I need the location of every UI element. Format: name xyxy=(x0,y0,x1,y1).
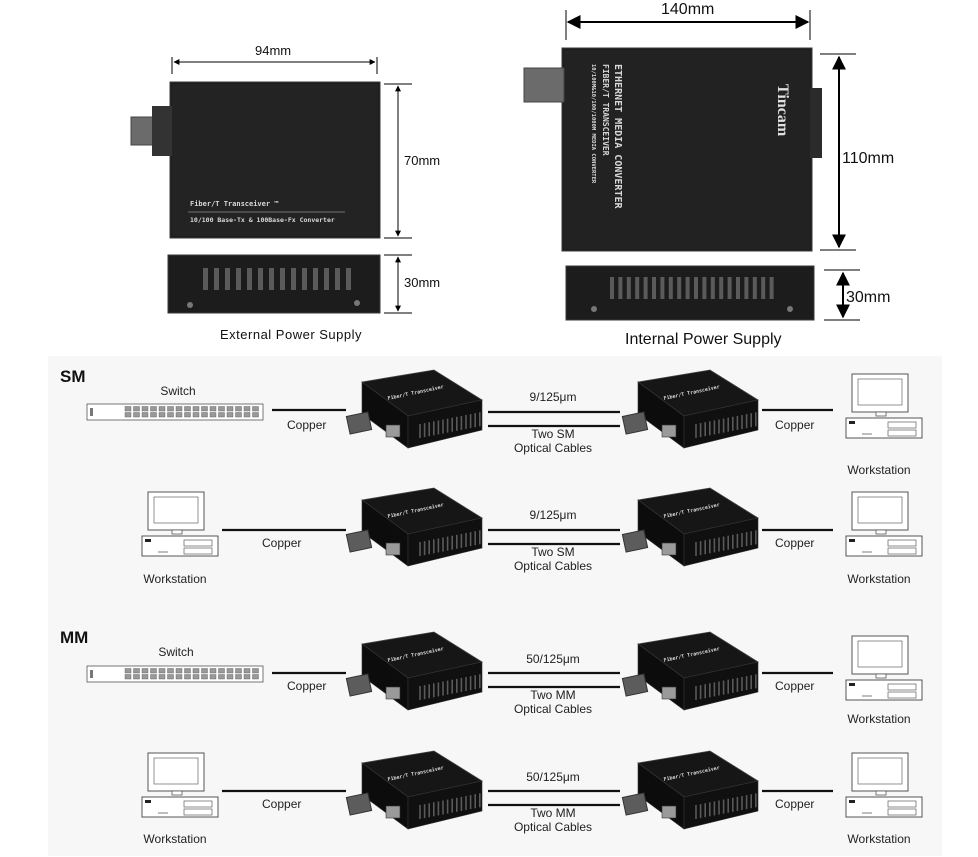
rj45-port xyxy=(385,424,401,438)
internal-device-text-2: FIBER/T TRANSCEIVER xyxy=(601,64,610,156)
sm-row2-left-workstation-label: Workstation xyxy=(143,572,207,586)
sm-row1-right-copper-label: Copper xyxy=(775,418,815,432)
rj45-port xyxy=(661,542,677,556)
external-device-side xyxy=(167,254,381,314)
sm-row2-right-converter: Fiber/T Transceiver xyxy=(621,487,760,567)
sm-row2-right-workstation-icon xyxy=(845,491,923,557)
mm-row2-right-converter: Fiber/T Transceiver xyxy=(621,750,760,830)
mm-row1-switch-icon xyxy=(86,665,264,683)
rj45-port xyxy=(661,424,677,438)
sm-row1-switch-label: Switch xyxy=(160,384,196,398)
sm-row1-switch-icon xyxy=(86,403,264,421)
internal-caption: Internal Power Supply xyxy=(625,331,782,348)
external-device-text-2: 10/100 Base-Tx & 100Base-Fx Converter xyxy=(190,216,335,224)
sm-row1-left-converter: Fiber/T Transceiver xyxy=(345,369,484,449)
sm-row1-workstation-label: Workstation xyxy=(847,463,911,477)
sm-row1-right-workstation-icon xyxy=(845,373,923,439)
mm-row2-left-converter: Fiber/T Transceiver xyxy=(345,750,484,830)
sc-connector xyxy=(621,673,649,697)
section-title-sm: SM xyxy=(60,367,86,386)
mm-row1-right-copper-label: Copper xyxy=(775,679,815,693)
mm-row1-left-converter: Fiber/T Transceiver xyxy=(345,631,484,711)
rj45-port xyxy=(661,805,677,819)
internal-device-text-3: 10/100M&10/100/1000M MEDIA CONVERTER xyxy=(590,64,596,184)
mm-row2-fiber-cables: Two MM Optical Cables xyxy=(513,806,593,834)
sc-connector xyxy=(345,792,373,816)
sc-connector xyxy=(621,792,649,816)
external-device-top: Fiber/T Transceiver ™ 10/100 Base-Tx & 10… xyxy=(130,81,381,239)
sm-row2-right-workstation-label: Workstation xyxy=(847,572,911,586)
sc-connector xyxy=(345,529,373,553)
sm-row1-fiber-cables: Two SM Optical Cables xyxy=(513,427,593,455)
sc-connector xyxy=(621,529,649,553)
mm-row1-fiber-type: 50/125μm xyxy=(526,652,580,666)
sc-connector xyxy=(523,67,565,103)
sc-connector xyxy=(345,673,373,697)
sm-row1-left-copper-label: Copper xyxy=(287,418,327,432)
rj45-port xyxy=(661,686,677,700)
external-device-text-1: Fiber/T Transceiver ™ xyxy=(190,200,279,208)
brand-logo: Tincam xyxy=(774,84,791,137)
sc-connector xyxy=(621,411,649,435)
sm-row1-right-converter: Fiber/T Transceiver xyxy=(621,369,760,449)
rj45-port xyxy=(385,542,401,556)
sm-row2-fiber-type: 9/125μm xyxy=(529,508,577,522)
external-depth-label: 70mm xyxy=(404,153,441,168)
sm-row2-left-converter: Fiber/T Transceiver xyxy=(345,487,484,567)
external-height-label: 30mm xyxy=(404,275,441,290)
mm-row1-switch-label: Switch xyxy=(158,645,194,659)
mm-row1-left-copper-label: Copper xyxy=(287,679,327,693)
mm-row1-right-workstation-icon xyxy=(845,635,923,701)
mm-row2-left-workstation-icon xyxy=(141,752,219,818)
rj45-port xyxy=(385,805,401,819)
sm-row2-right-copper-label: Copper xyxy=(775,536,815,550)
mm-row1-right-converter: Fiber/T Transceiver xyxy=(621,631,760,711)
internal-width-label: 140mm xyxy=(661,1,715,18)
external-width-label: 94mm xyxy=(255,43,292,58)
mm-row2-fiber-type: 50/125μm xyxy=(526,770,580,784)
mm-row2-right-workstation-label: Workstation xyxy=(847,832,911,846)
mm-row1-fiber-cables: Two MM Optical Cables xyxy=(513,688,593,716)
internal-device-text-1: ETHERNET MEDIA CONVERTER xyxy=(612,64,623,209)
internal-depth-label: 110mm xyxy=(842,150,895,167)
section-title-mm: MM xyxy=(60,628,89,647)
rj45-port xyxy=(385,686,401,700)
mm-row2-right-copper-label: Copper xyxy=(775,797,815,811)
mm-row2-left-copper-label: Copper xyxy=(262,797,302,811)
sc-connector xyxy=(345,411,373,435)
mm-row2-right-workstation-icon xyxy=(845,752,923,818)
sm-row2-left-workstation-icon xyxy=(141,491,219,557)
sm-row1-fiber-type: 9/125μm xyxy=(529,390,577,404)
sm-row2-fiber-cables: Two SM Optical Cables xyxy=(513,545,593,573)
internal-device-side xyxy=(565,265,815,321)
sm-row2-left-copper-label: Copper xyxy=(262,536,302,550)
internal-height-label: 30mm xyxy=(846,289,891,306)
mm-row1-workstation-label: Workstation xyxy=(847,712,911,726)
mm-row2-left-workstation-label: Workstation xyxy=(143,832,207,846)
external-caption: External Power Supply xyxy=(220,327,363,342)
